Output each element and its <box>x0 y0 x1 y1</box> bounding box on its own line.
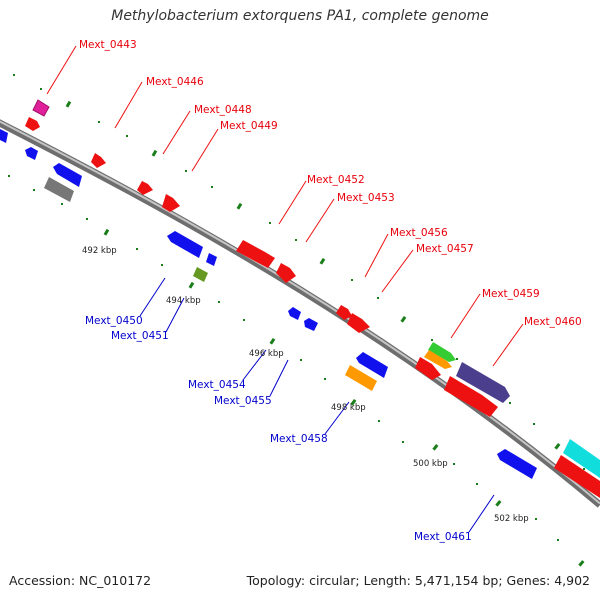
gene-mext-0455[interactable] <box>304 318 318 331</box>
gene-red-1[interactable] <box>25 117 40 131</box>
gene-mext-0449[interactable] <box>162 194 180 212</box>
gene-label[interactable]: Mext_0454 <box>188 379 246 391</box>
leader-lines-forward <box>46 45 524 367</box>
outer-tick-dots <box>13 74 585 470</box>
tick-label: 494 kbp <box>166 296 201 306</box>
gene-mext-0459[interactable] <box>415 357 441 380</box>
reverse-genes <box>0 129 537 479</box>
leader-lines-reverse <box>139 277 495 533</box>
gene-mext-0458[interactable] <box>345 365 377 391</box>
gene-label[interactable]: Mext_0453 <box>337 192 395 204</box>
gene-blue-3[interactable] <box>53 163 82 187</box>
forward-gene-labels: Mext_0443 Mext_0446 Mext_0448 Mext_0449 … <box>79 39 582 328</box>
tick-labels: 492 kbp 494 kbp 496 kbp 498 kbp 500 kbp … <box>82 246 529 524</box>
gene-green[interactable] <box>428 342 456 362</box>
tick-label: 500 kbp <box>413 459 448 469</box>
inner-tick-dots <box>8 175 585 567</box>
gene-mext-0460[interactable] <box>456 362 510 403</box>
gene-mext-0448[interactable] <box>137 181 153 195</box>
gene-label[interactable]: Mext_0457 <box>416 243 474 255</box>
gene-mext-0450[interactable] <box>167 231 203 258</box>
gene-blue-mid[interactable] <box>356 352 388 378</box>
gene-cyan[interactable] <box>563 439 600 478</box>
gene-label[interactable]: Mext_0448 <box>194 104 252 116</box>
gene-mext-0443[interactable] <box>32 99 50 117</box>
tick-label: 498 kbp <box>331 403 366 413</box>
gene-label[interactable]: Mext_0460 <box>524 316 582 328</box>
gene-mext-0461[interactable] <box>497 449 537 479</box>
tick-label: 502 kbp <box>494 514 529 524</box>
gene-label[interactable]: Mext_0456 <box>390 227 448 239</box>
gene-label[interactable]: Mext_0455 <box>214 395 272 407</box>
forward-genes <box>25 99 600 498</box>
gene-label[interactable]: Mext_0451 <box>111 330 169 342</box>
gene-red-long[interactable] <box>444 376 498 417</box>
genome-backbone <box>0 119 600 508</box>
gene-label[interactable]: Mext_0443 <box>79 39 137 51</box>
gene-mext-0451-blue[interactable] <box>206 253 217 266</box>
gene-orange-small[interactable] <box>424 350 452 369</box>
gene-label[interactable]: Mext_0450 <box>85 315 143 327</box>
genome-summary: Topology: circular; Length: 5,471,154 bp… <box>246 573 590 588</box>
gene-mext-0453[interactable] <box>276 263 296 283</box>
reverse-gene-labels: Mext_0450 Mext_0451 Mext_0454 Mext_0455 … <box>85 315 472 543</box>
gene-mext-0456[interactable] <box>336 305 352 320</box>
accession-text: Accession: NC_010172 <box>9 573 152 588</box>
gene-blue-left[interactable] <box>0 129 8 143</box>
gene-label[interactable]: Mext_0458 <box>270 433 328 445</box>
gene-mext-0452[interactable] <box>236 240 275 268</box>
gene-label[interactable]: Mext_0449 <box>220 120 278 132</box>
gene-mext-0446[interactable] <box>91 153 106 168</box>
gene-label[interactable]: Mext_0459 <box>482 288 540 300</box>
gene-mext-0457[interactable] <box>347 313 370 333</box>
gene-blue-2[interactable] <box>25 147 38 160</box>
gene-mext-0451[interactable] <box>193 267 208 282</box>
gene-red-right[interactable] <box>554 455 600 498</box>
gene-label[interactable]: Mext_0461 <box>414 531 472 543</box>
tick-label: 492 kbp <box>82 246 117 256</box>
gene-label[interactable]: Mext_0452 <box>307 174 365 186</box>
tick-label: 496 kbp <box>249 349 284 359</box>
gene-grey[interactable] <box>44 177 74 202</box>
map-title: Methylobacterium extorquens PA1, complet… <box>111 8 489 24</box>
gene-label[interactable]: Mext_0446 <box>146 76 204 88</box>
gene-mext-0454[interactable] <box>288 307 301 320</box>
